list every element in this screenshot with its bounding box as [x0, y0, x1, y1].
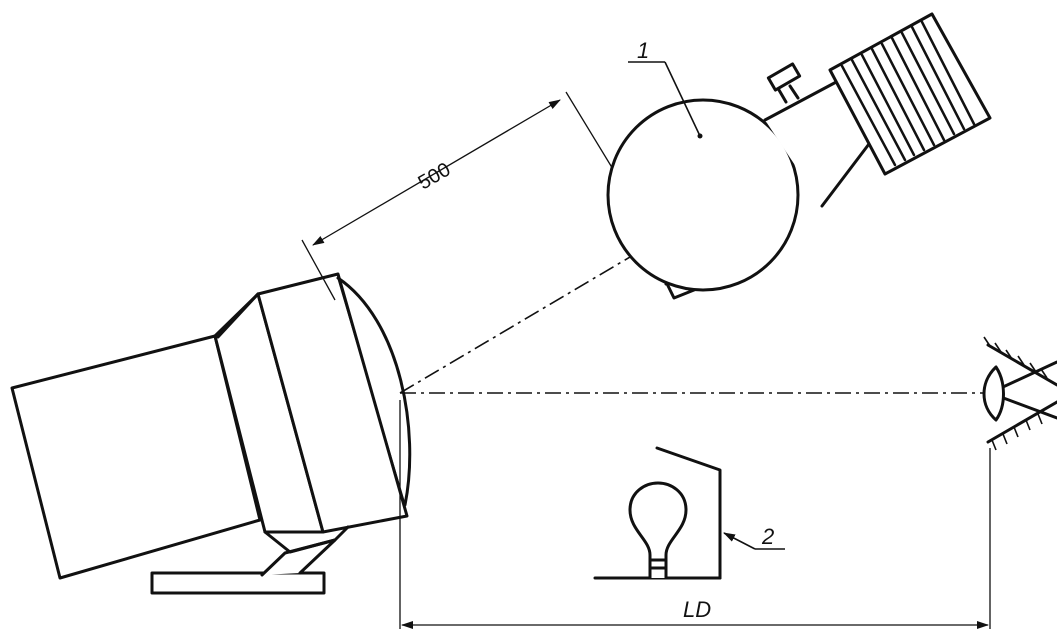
callout-1: 1 [637, 38, 649, 63]
eye-lens [982, 365, 1005, 422]
eyebrow [986, 343, 1057, 387]
observer-eye [982, 336, 1057, 451]
monitor-base [150, 571, 326, 595]
monitor-front-frame [256, 272, 409, 534]
dimension-500: 500 [301, 91, 623, 301]
dimension-ld: LD [399, 400, 991, 629]
meter-sphere [606, 98, 800, 292]
dimension-ld-label: LD [683, 597, 711, 622]
meter-knob [766, 62, 802, 92]
display-monitor [10, 272, 412, 595]
monitor-neck [260, 538, 337, 577]
meter-eyepiece [828, 12, 992, 176]
dimension-500-label: 500 [415, 159, 455, 195]
lamp-reflector [655, 446, 722, 580]
meter-axis [399, 243, 653, 394]
monitor-rear-body [10, 334, 262, 580]
lamp-bulb [628, 481, 688, 580]
callout-2: 2 [761, 524, 774, 549]
cheek [986, 400, 1057, 444]
monitor-screen [336, 276, 412, 507]
ambient-lamp: 2 [593, 446, 785, 580]
luminance-meter: 1 [606, 12, 992, 300]
